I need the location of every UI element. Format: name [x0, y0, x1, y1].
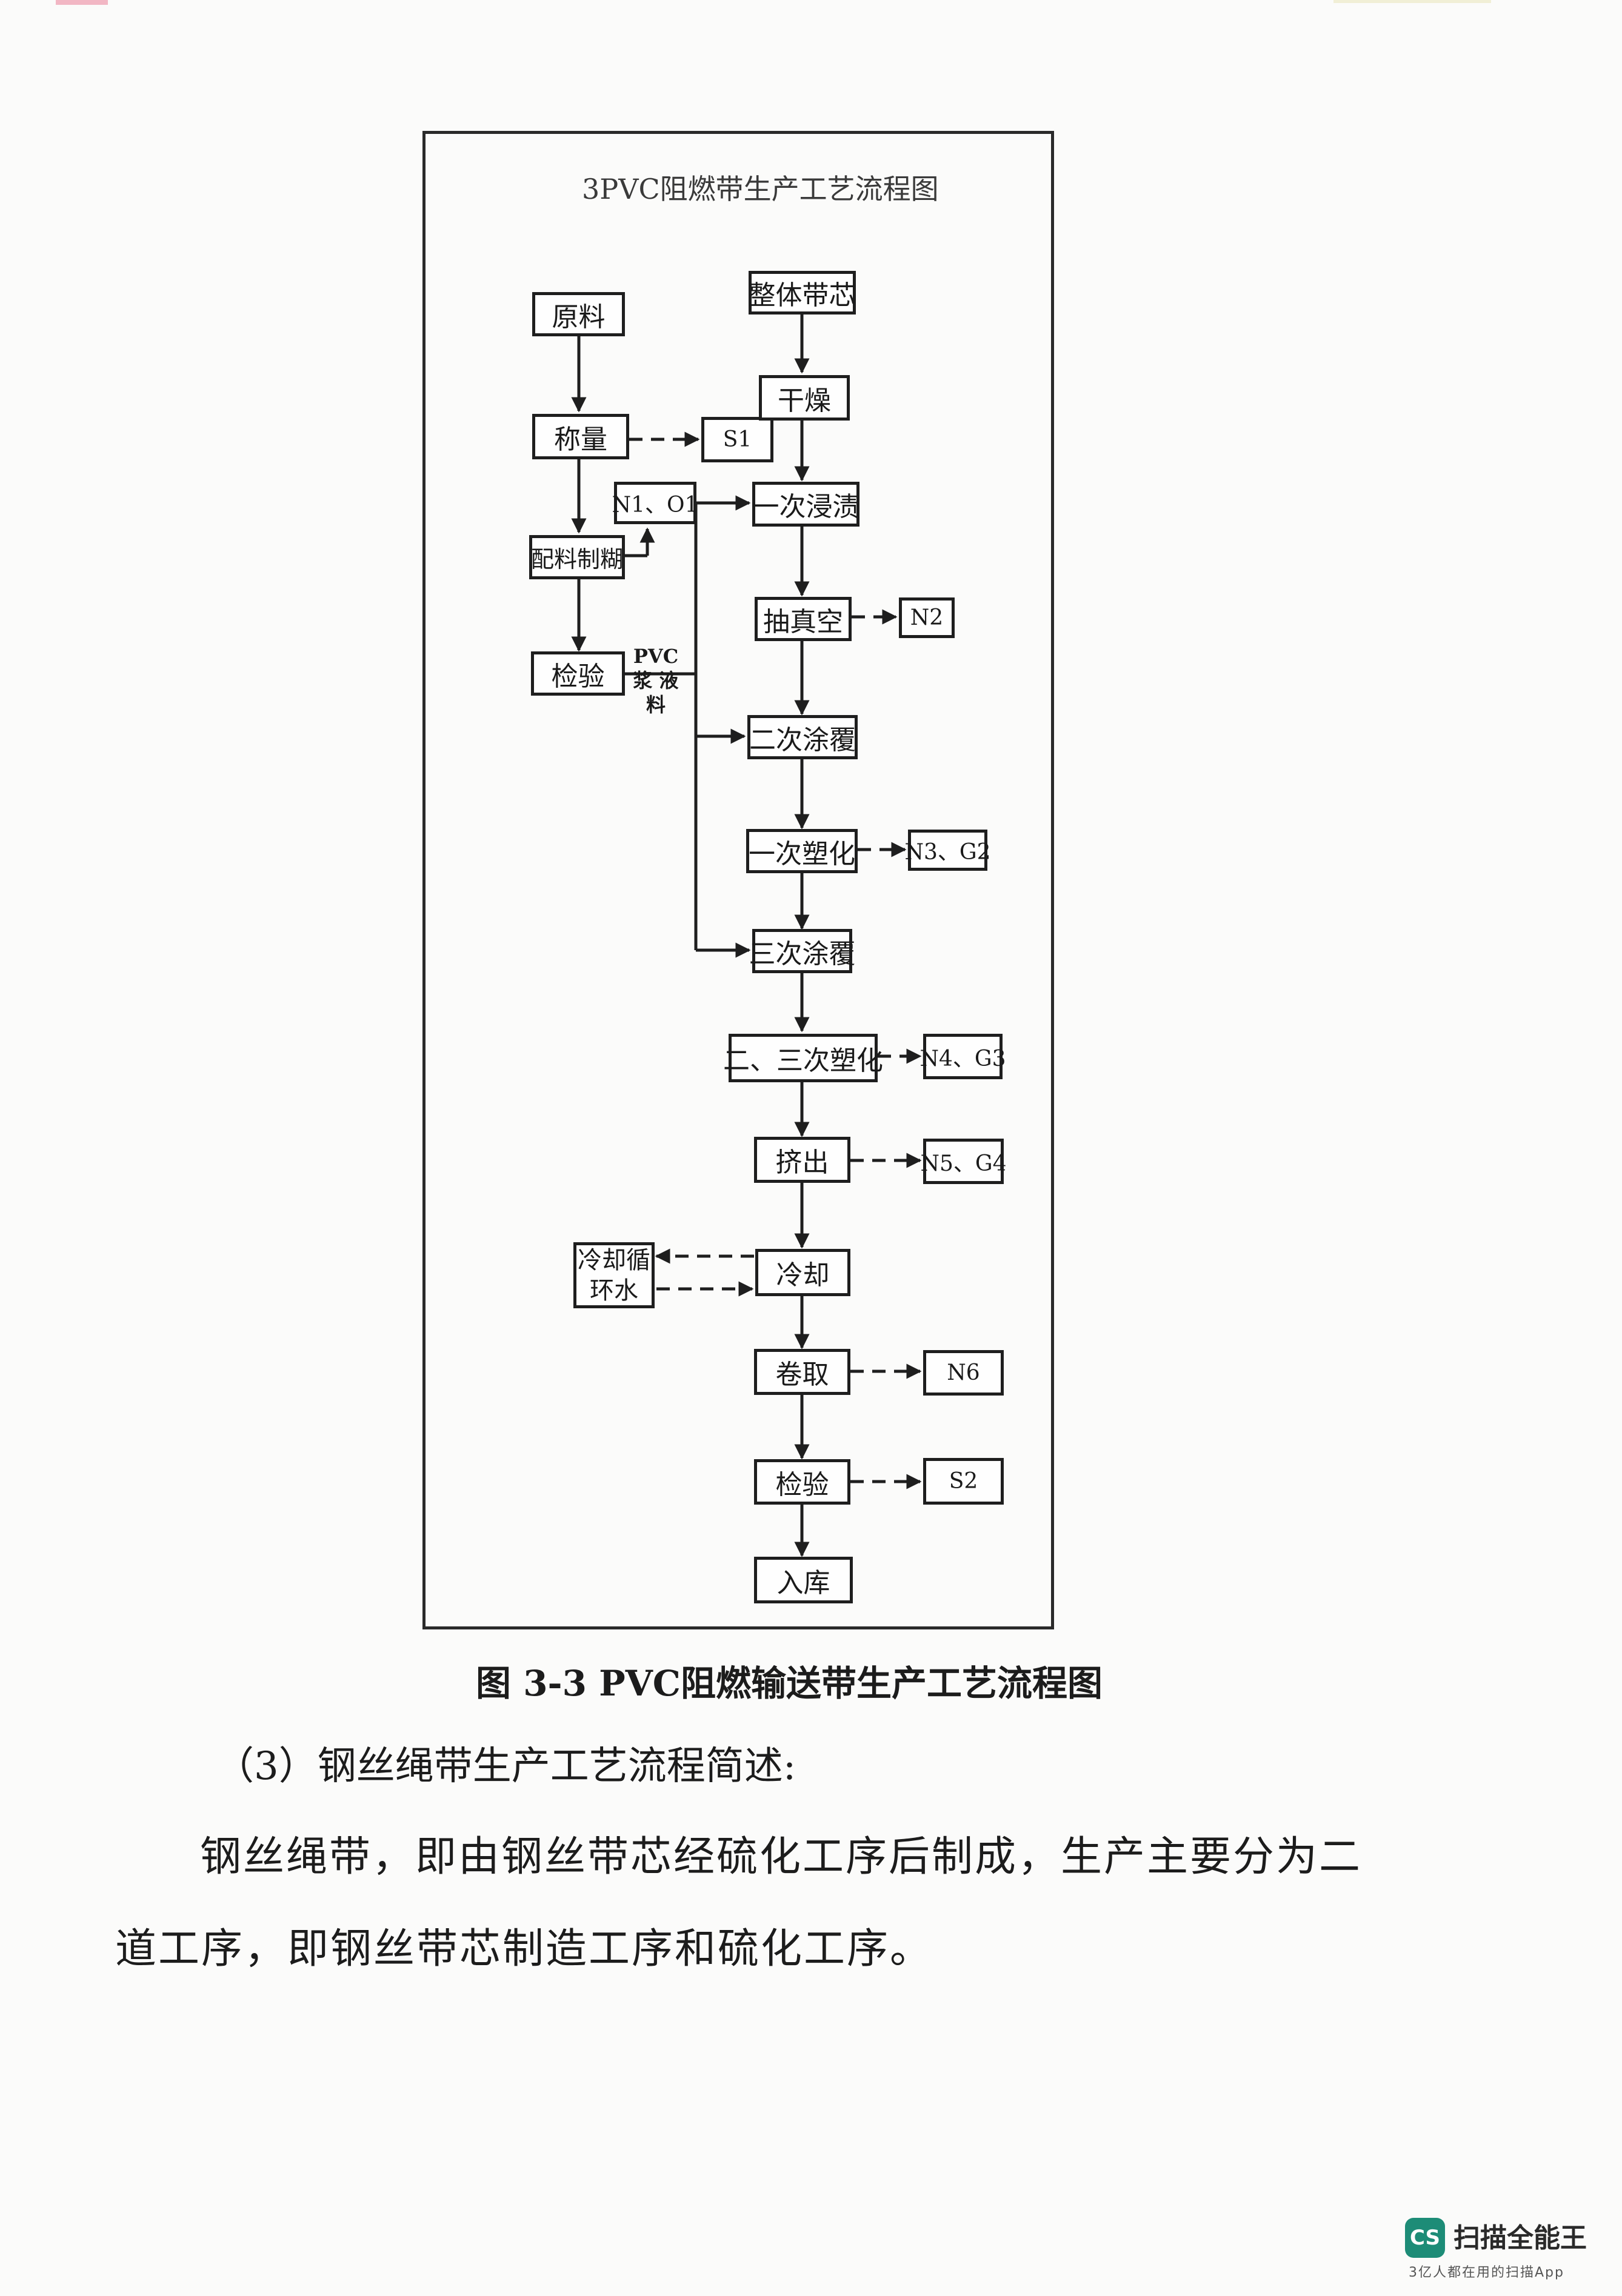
paragraph-line: 道工序，即钢丝带芯制造工序和硫化工序。	[115, 1925, 933, 1973]
top-edge-mark	[56, 0, 108, 5]
node-winding: 卷取	[754, 1349, 850, 1395]
section-heading: （3）钢丝绳带生产工艺流程简述:	[215, 1744, 796, 1789]
scanner-watermark: CS 扫描全能王 3亿人都在用的扫描App	[1405, 2218, 1611, 2284]
node-batching: 配料制糊	[529, 535, 625, 579]
node-n2: N2	[899, 597, 955, 638]
node-raw-material: 原料	[532, 292, 625, 336]
node-first-dip: 一次浸渍	[752, 482, 859, 527]
pvc-branch-label: PVC浆 液料	[633, 645, 679, 716]
node-n1-o1: N1、O1	[612, 482, 698, 524]
node-n6: N6	[923, 1350, 1004, 1396]
node-third-coat: 三次涂覆	[749, 929, 856, 973]
node-cooling-water: 冷却循环水	[573, 1242, 655, 1308]
node-extrusion: 挤出	[754, 1137, 850, 1183]
flowchart-frame	[422, 131, 1054, 1629]
node-n4-g3: N4、G3	[919, 1034, 1006, 1079]
paragraph-line: 钢丝绳带，即由钢丝带芯经硫化工序后制成，生产主要分为二	[200, 1833, 1363, 1881]
watermark-app-name: 扫描全能王	[1453, 2223, 1587, 2254]
watermark-tagline: 3亿人都在用的扫描App	[1409, 2265, 1564, 2280]
camscanner-logo-icon: CS	[1405, 2218, 1445, 2258]
node-n3-g2: N3、G2	[904, 830, 991, 871]
node-inspection: 检验	[531, 651, 625, 696]
node-s2: S2	[923, 1458, 1004, 1505]
node-plasticize-2-3: 二、三次塑化	[723, 1034, 883, 1082]
node-whole-core: 整体带芯	[749, 271, 856, 314]
node-second-coat: 二次涂覆	[747, 715, 858, 759]
node-s1: S1	[701, 417, 773, 462]
node-weighing: 称量	[532, 414, 629, 459]
node-cooling: 冷却	[755, 1249, 850, 1296]
flowchart-title: 3PVC阻燃带生产工艺流程图	[582, 173, 939, 205]
figure-caption: 图 3-3 PVC阻燃输送带生产工艺流程图	[476, 1663, 1103, 1704]
node-drying: 干燥	[759, 375, 850, 421]
top-edge-mark	[1333, 0, 1491, 3]
node-warehouse: 入库	[754, 1557, 853, 1603]
node-n5-g4: N5、G4	[920, 1139, 1007, 1184]
node-final-inspection: 检验	[754, 1459, 850, 1505]
node-first-plasticize: 一次塑化	[746, 829, 858, 873]
node-vacuum: 抽真空	[755, 597, 852, 641]
